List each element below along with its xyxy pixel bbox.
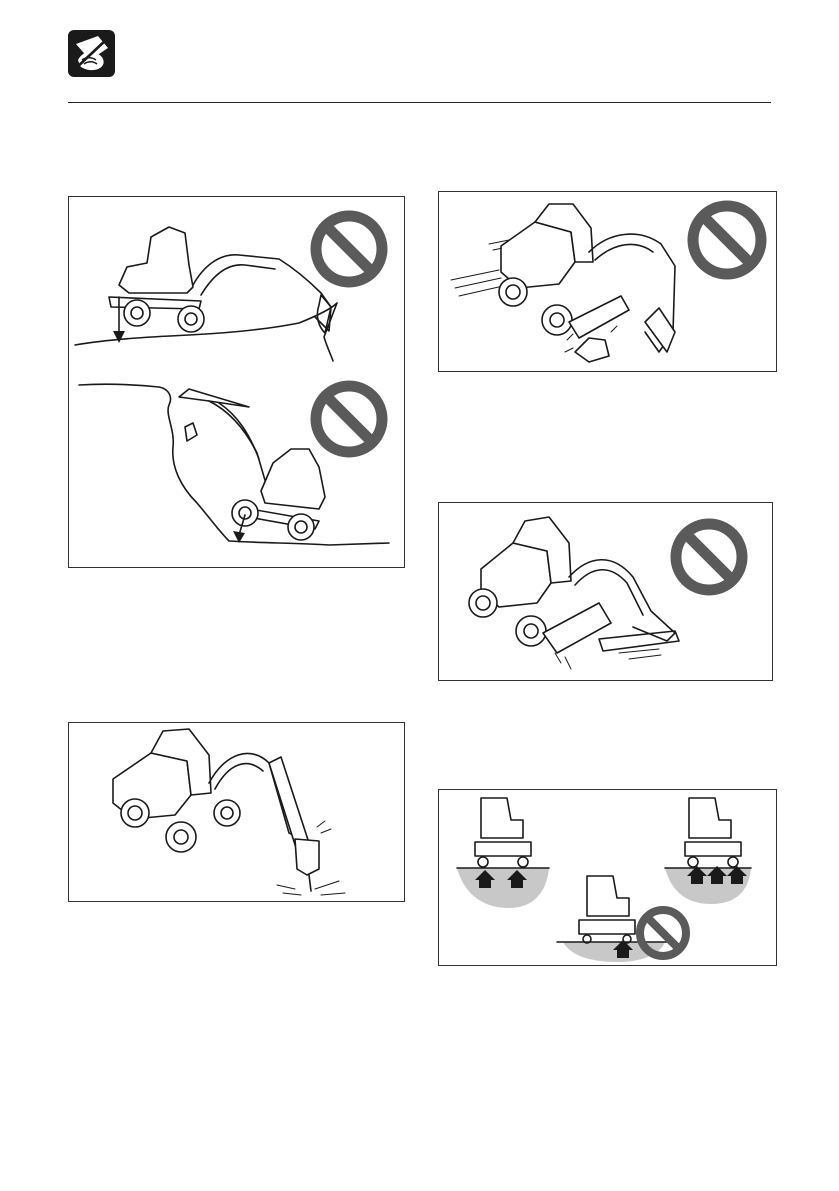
prohibition-icon (676, 524, 742, 590)
illustration-slope-edge (68, 196, 405, 568)
illustration-breaker-hammer (68, 722, 405, 902)
excavator (469, 517, 679, 653)
prohibition-icon (640, 910, 686, 956)
header-rule (68, 102, 771, 103)
excavator (499, 204, 675, 352)
hand-caution-icon (68, 30, 115, 77)
prohibition-icon (316, 216, 382, 282)
illustration-blade-striking-rock (438, 191, 777, 372)
prohibition-icon (693, 206, 761, 274)
excavator (113, 729, 319, 891)
illustration-blade-digging (438, 502, 773, 681)
prohibition-icon (316, 386, 382, 452)
illustration-outrigger-ground-support (438, 789, 777, 966)
excavator-bottom (179, 389, 325, 540)
excavator-top (109, 227, 331, 333)
